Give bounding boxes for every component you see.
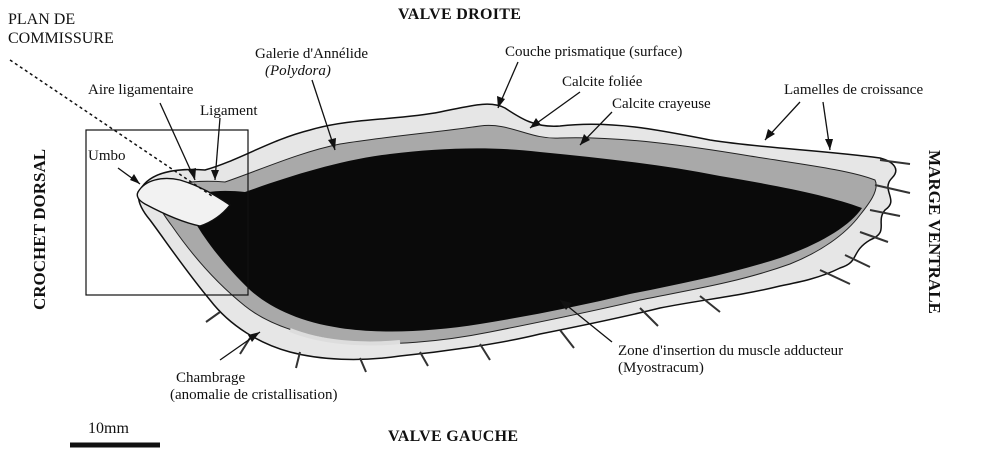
plan-commissure-line-2: COMMISSURE <box>8 29 114 48</box>
label-umbo: Umbo <box>88 148 126 165</box>
label-calcite-foliee: Calcite foliée <box>562 74 642 91</box>
label-ligament: Ligament <box>200 103 257 120</box>
galerie-polydora: (Polydora) <box>255 63 368 80</box>
label-lamelles: Lamelles de croissance <box>784 82 923 99</box>
label-calcite-crayeuse: Calcite crayeuse <box>612 96 711 113</box>
side-right-line-1: MARGE <box>925 150 944 215</box>
scale-label: 10mm <box>88 420 129 437</box>
zone-line-1: Zone d'insertion du muscle adducteur <box>618 343 843 360</box>
label-couche-prismatique: Couche prismatique (surface) <box>505 44 682 61</box>
side-left-line-2: DORSAL <box>30 149 49 220</box>
chambrage-line-2: (anomalie de cristallisation) <box>170 387 337 404</box>
chambrage-line-1: Chambrage <box>170 370 337 387</box>
side-label-marge-ventrale: MARGE VENTRALE <box>925 150 944 300</box>
label-aire-ligamentaire: Aire ligamentaire <box>88 82 193 99</box>
arrowhead-lamelles-2 <box>825 139 833 150</box>
label-plan-commissure: PLAN DE COMMISSURE <box>8 10 114 48</box>
title-valve-droite: VALVE DROITE <box>398 6 521 23</box>
arrow-aire-ligamentaire <box>160 103 195 180</box>
zone-line-2: (Myostracum) <box>618 360 843 377</box>
label-zone-insertion: Zone d'insertion du muscle adducteur (My… <box>618 343 843 377</box>
side-label-crochet-dorsal: CROCHET DORSAL <box>30 190 49 310</box>
label-galerie: Galerie d'Annélide (Polydora) <box>255 46 368 80</box>
arrowhead-umbo <box>130 174 140 184</box>
plan-commissure-line-1: PLAN DE <box>8 10 114 29</box>
side-left-line-1: CROCHET <box>30 224 49 310</box>
label-chambrage: Chambrage (anomalie de cristallisation) <box>170 370 337 404</box>
side-right-line-2: VENTRALE <box>925 219 944 313</box>
title-valve-gauche: VALVE GAUCHE <box>388 428 518 445</box>
galerie-line-1: Galerie d'Annélide <box>255 46 368 63</box>
